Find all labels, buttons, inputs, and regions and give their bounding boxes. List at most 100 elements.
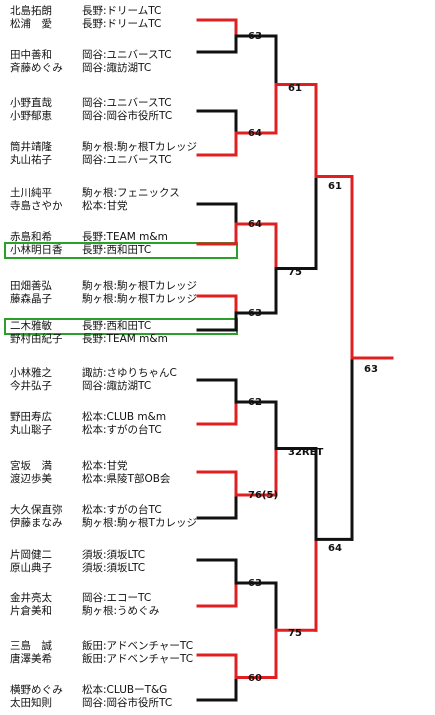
player-row: 土川純平 駒ヶ根:フェニックス — [6, 187, 236, 200]
player-club: 駒ヶ根:フェニックス — [82, 187, 180, 199]
player-name: 小野郁恵 — [10, 110, 52, 122]
player-row: 太田知則 岡谷:岡谷市役所TC — [6, 697, 236, 710]
player-club: 松本:甘党 — [82, 460, 128, 472]
player-name: 片岡健二 — [10, 549, 52, 561]
player-row: 今井弘子 岡谷:諏訪湖TC — [6, 380, 236, 393]
player-row: 片倉美和 駒ヶ根:うめぐみ — [6, 605, 236, 618]
match-score: 63 — [248, 308, 262, 319]
player-name: 唐澤美希 — [10, 653, 52, 665]
match-score: 64 — [328, 543, 342, 555]
player-club: 須坂:須坂LTC — [82, 562, 146, 574]
player-row: 小野郁恵 岡谷:岡谷市役所TC — [6, 110, 236, 123]
player-club: 岡谷:エコーTC — [82, 592, 152, 604]
player-name: 伊藤まなみ — [10, 517, 63, 529]
pair-entry: 土川純平 駒ヶ根:フェニックス寺島さやか 松本:甘党 — [6, 187, 236, 213]
player-row: 大久保直弥松本:すがの台TC — [6, 504, 236, 517]
player-row: 金井亮太岡谷:エコーTC — [6, 592, 236, 605]
player-row: 斉藤めぐみ岡谷:諏訪湖TC — [6, 62, 236, 75]
player-name: 斉藤めぐみ — [10, 62, 63, 74]
player-row: 藤森晶子 駒ヶ根:駒ヶ根Tカレッジ — [6, 293, 236, 306]
player-row: 唐澤美希 飯田:アドベンチャーTC — [6, 653, 236, 666]
player-club: 飯田:アドベンチャーTC — [82, 640, 194, 652]
match-score: 75 — [288, 266, 302, 278]
player-club: 長野:ドリームTC — [82, 5, 162, 17]
player-name: 今井弘子 — [10, 380, 52, 392]
match-score: 61 — [328, 180, 342, 192]
player-name: 原山典子 — [10, 562, 52, 574]
player-row: 渡辺歩美 松本:県陵T部OB会 — [6, 473, 236, 486]
player-name: 赤島和希 — [10, 231, 52, 243]
player-club: 岡谷:ユニバースTC — [82, 154, 172, 166]
match-score: 75 — [288, 628, 302, 640]
player-row: 小林明日香長野:西和田TC — [4, 242, 238, 259]
player-row: 横野めぐみ松本:CLUBーT&G — [6, 684, 236, 697]
player-name: 野田寿広 — [10, 411, 52, 423]
player-club: 長野:ドリームTC — [82, 18, 162, 30]
player-name: 寺島さやか — [10, 200, 63, 212]
player-club: 岡谷:ユニバースTC — [82, 49, 172, 61]
player-club: 駒ヶ根:駒ヶ根Tカレッジ — [82, 280, 197, 292]
player-name: 太田知則 — [10, 697, 52, 709]
player-row: 丸山祐子 岡谷:ユニバースTC — [6, 154, 236, 167]
player-club: 長野:西和田TC — [82, 244, 152, 256]
player-row: 赤島和希 長野:TEAM m&m — [6, 231, 236, 244]
match-score: 32RET — [288, 446, 324, 458]
player-club: 松本:県陵T部OB会 — [82, 473, 171, 485]
player-row: 原山典子 須坂:須坂LTC — [6, 562, 236, 575]
player-name: 藤森晶子 — [10, 293, 52, 305]
player-club: 松本:CLUB m&m — [82, 411, 167, 423]
player-name: 田中善和 — [10, 49, 52, 61]
player-name: 筒井靖隆 — [10, 141, 52, 153]
player-club: 岡谷:ユニバースTC — [82, 97, 172, 109]
player-club: 駒ヶ根:駒ヶ根Tカレッジ — [82, 293, 197, 305]
player-club: 駒ヶ根:うめぐみ — [82, 605, 160, 617]
player-name: 宮坂 満 — [10, 460, 52, 472]
player-club: 岡谷:岡谷市役所TC — [82, 697, 173, 709]
match-score: 63 — [364, 363, 378, 375]
player-name: 片倉美和 — [10, 605, 52, 617]
player-club: 駒ヶ根:駒ヶ根Tカレッジ — [82, 517, 197, 529]
player-name: 二木雅敏 — [10, 320, 52, 332]
match-score: 76(5) — [248, 490, 279, 501]
player-row: 田畑善弘 駒ヶ根:駒ヶ根Tカレッジ — [6, 280, 236, 293]
match-score: 60 — [248, 672, 262, 684]
player-name: 田畑善弘 — [10, 280, 52, 292]
match-score: 64 — [248, 219, 262, 230]
player-club: 松本:CLUBーT&G — [82, 684, 168, 696]
player-club: 松本:すがの台TC — [82, 424, 162, 436]
player-club: 長野:TEAM m&m — [82, 333, 168, 345]
player-club: 松本:甘党 — [82, 200, 128, 212]
player-club: 長野:TEAM m&m — [82, 231, 168, 243]
player-row: 筒井靖隆 駒ヶ根:駒ヶ根Tカレッジ — [6, 141, 236, 154]
player-club: 飯田:アドベンチャーTC — [82, 653, 194, 665]
pair-entry: 筒井靖隆 駒ヶ根:駒ヶ根Tカレッジ丸山祐子 岡谷:ユニバースTC — [6, 141, 236, 167]
player-club: 岡谷:岡谷市役所TC — [82, 110, 173, 122]
player-name: 渡辺歩美 — [10, 473, 52, 485]
player-name: 土川純平 — [10, 187, 52, 199]
player-club: 長野:西和田TC — [82, 320, 152, 332]
match-score: 64 — [248, 128, 262, 139]
player-name: 小野直哉 — [10, 97, 52, 109]
match-score: 62 — [248, 397, 262, 408]
player-row: 宮坂 満 松本:甘党 — [6, 460, 236, 473]
pair-entry: 宮坂 満 松本:甘党渡辺歩美 松本:県陵T部OB会 — [6, 460, 236, 486]
player-club: 須坂:須坂LTC — [82, 549, 146, 561]
player-name: 三島 誠 — [10, 640, 52, 652]
player-row: 野村由紀子長野:TEAM m&m — [6, 333, 236, 346]
player-name: 小林雅之 — [10, 367, 52, 379]
player-row: 三島 誠 飯田:アドベンチャーTC — [6, 640, 236, 653]
player-name: 丸山祐子 — [10, 154, 52, 166]
player-club: 岡谷:諏訪湖TC — [82, 380, 152, 392]
player-row: 小林雅之諏訪:さゆりちゃんC — [6, 367, 236, 380]
player-row: 二木雅敏 長野:西和田TC — [4, 318, 238, 335]
player-row: 伊藤まなみ 駒ヶ根:駒ヶ根Tカレッジ — [6, 517, 236, 530]
player-club: 駒ヶ根:駒ヶ根Tカレッジ — [82, 141, 197, 153]
